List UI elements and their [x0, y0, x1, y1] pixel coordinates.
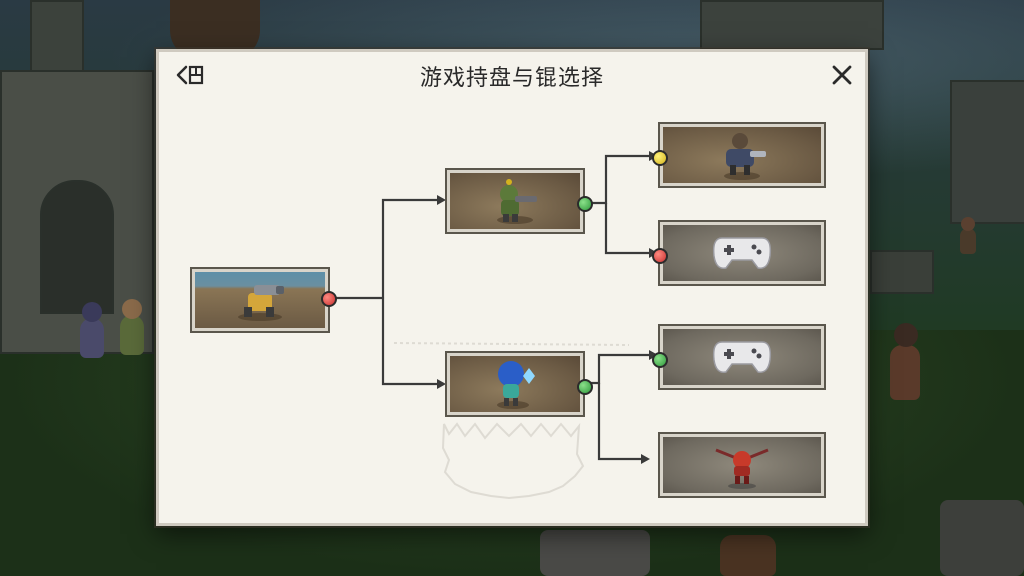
ruin-wall-top-right: [700, 0, 884, 50]
rock: [940, 500, 1024, 576]
npc-character: [890, 323, 920, 400]
back-icon: [176, 65, 204, 85]
npc-character: [720, 535, 776, 576]
rock: [540, 530, 650, 576]
npc-character: [960, 217, 976, 254]
status-dot-green: [577, 196, 593, 212]
goblin-gunner-icon: [497, 179, 537, 224]
skill-node-leaf-4[interactable]: [658, 432, 826, 498]
status-dot-green: [652, 352, 668, 368]
skill-node-branch-a[interactable]: [445, 168, 593, 234]
back-button[interactable]: [173, 62, 207, 88]
blue-hair-mage-icon: [497, 361, 535, 409]
status-dot-green: [577, 379, 593, 395]
skill-node-branch-b[interactable]: [445, 351, 593, 417]
ruin-archway-left: [40, 180, 114, 314]
connection-lines: [329, 151, 658, 500]
npc-character: [120, 299, 144, 355]
status-dot-red: [652, 248, 668, 264]
skill-node-root[interactable]: [190, 267, 337, 333]
dialog-title: 游戏持盘与锟选择: [419, 66, 604, 91]
status-dot-yellow: [652, 150, 668, 166]
skill-node-leaf-3[interactable]: [652, 324, 826, 390]
armored-knight-icon: [724, 133, 766, 180]
cannon-warrior-icon: [238, 285, 284, 321]
skill-node-leaf-1[interactable]: [652, 122, 826, 188]
npc-character: [80, 302, 104, 358]
ruin-pillar-right: [950, 80, 1024, 224]
skill-node-leaf-2[interactable]: [652, 220, 826, 286]
ruin-block-right: [870, 250, 934, 294]
red-drone-icon: [715, 448, 769, 489]
skill-tree-dialog: 游戏持盘与锟选择: [156, 49, 868, 526]
close-icon: [832, 65, 852, 85]
close-button[interactable]: [827, 60, 857, 90]
gamepad-icon: [712, 341, 772, 373]
gamepad-icon: [712, 237, 772, 269]
status-dot-red: [321, 291, 337, 307]
